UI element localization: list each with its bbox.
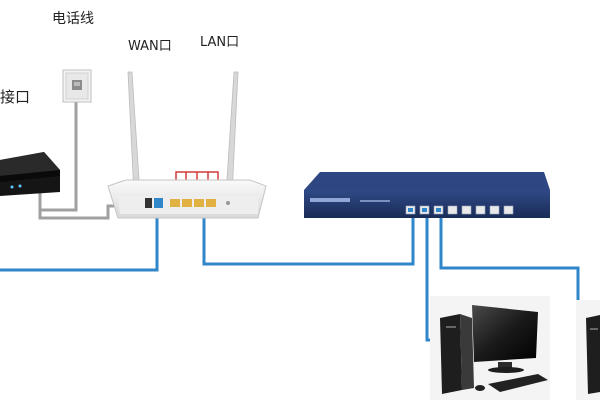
phone-line-label: 电话线 — [52, 11, 94, 27]
desktop-computer-icon — [430, 296, 550, 400]
adsl-modem-icon — [0, 152, 60, 196]
phone-wall-socket-icon — [62, 69, 92, 103]
wan-port-label: WAN口 — [128, 39, 172, 54]
switch-to-pc2-cable — [439, 216, 580, 330]
phone-cable — [40, 100, 78, 212]
lan-to-switch-cable — [202, 203, 415, 266]
wan-cable — [0, 205, 159, 272]
modem-port-label: 接口 — [0, 88, 31, 106]
wifi-router-icon — [107, 71, 267, 219]
network-switch-icon — [304, 172, 550, 218]
desktop-computer-icon — [576, 300, 600, 400]
lan-port-label: LAN口 — [200, 35, 240, 50]
